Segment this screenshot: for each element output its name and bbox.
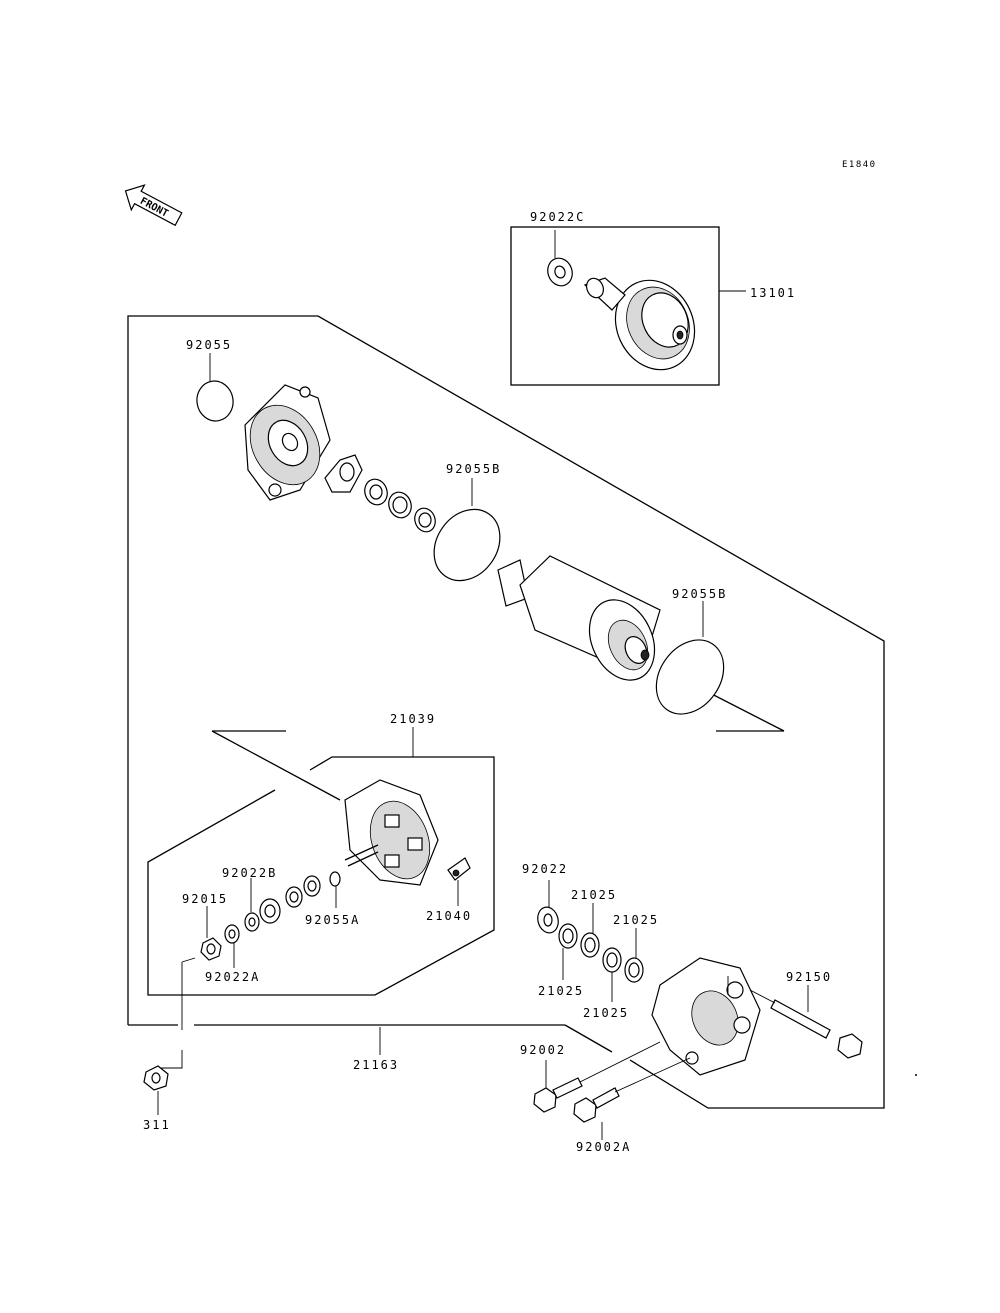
front-arrow-icon: FRONT [124,184,183,227]
part-label-13101: 13101 [750,286,797,300]
part-label-21163: 21163 [353,1058,400,1072]
bolt-92002 [533,1041,661,1113]
part-label-92022b: 92022B [222,866,278,880]
o-ring-92055a [329,871,341,887]
rear-cover [651,957,761,1076]
bolt-92002a [573,1057,691,1140]
part-label-92150: 92150 [786,970,833,984]
part-label-92055b-right: 92055B [672,587,728,601]
part-label-92002: 92002 [520,1043,567,1057]
diagram-code: E1840 [842,160,877,170]
assembly-outline [127,315,885,1109]
o-ring-92055b-right [655,639,725,715]
nut-311 [143,957,196,1115]
washers-21025 [537,880,644,1002]
part-label-21025-d: 21025 [583,1006,630,1020]
washer-stack-front [324,454,436,533]
part-label-21040: 21040 [426,909,473,923]
o-ring-92055b-top [433,508,501,582]
part-label-21025-c: 21025 [538,984,585,998]
part-label-311: 311 [143,1118,171,1132]
part-label-92022a: 92022A [205,970,261,984]
bolt-92150 [749,985,863,1059]
part-label-92022: 92022 [522,862,569,876]
part-label-92015: 92015 [182,892,229,906]
part-label-92055b-top: 92055B [446,462,502,476]
front-cover [244,384,331,501]
brush-holder-box [147,727,495,996]
part-label-21039: 21039 [390,712,437,726]
part-label-92022c: 92022C [530,210,586,224]
part-label-92055a: 92055A [305,913,361,927]
armature-yoke [497,555,661,681]
starter-clutch-box [510,226,746,386]
o-ring-92055 [196,380,234,422]
brush-holder [344,779,439,886]
part-label-92055: 92055 [186,338,233,352]
washer-stack-rear [200,875,321,968]
part-label-21025-b: 21025 [613,913,660,927]
part-label-21025-a: 21025 [571,888,618,902]
part-label-92002a: 92002A [576,1140,632,1154]
terminal-21040 [447,857,471,906]
